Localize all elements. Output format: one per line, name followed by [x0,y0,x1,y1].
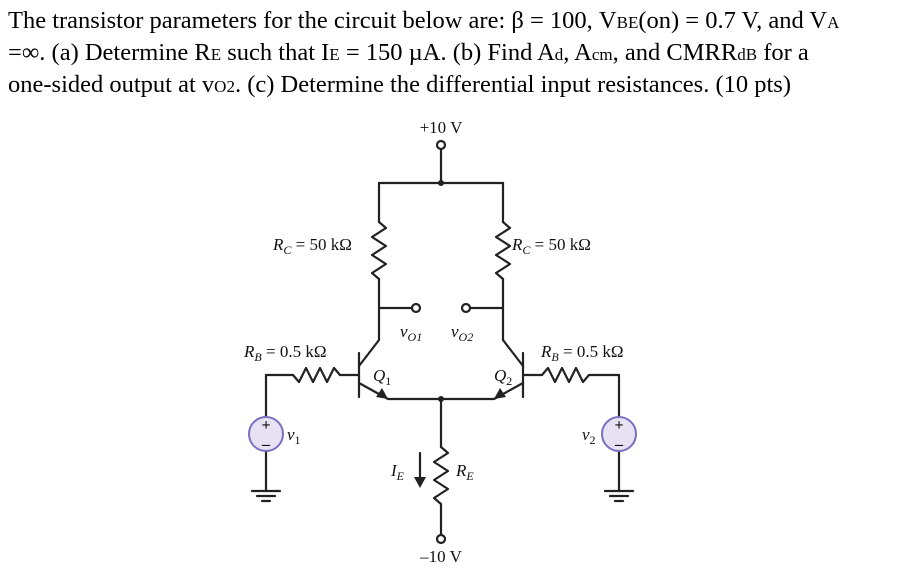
v1-label: v1 [287,425,301,447]
resistor-re [432,445,450,506]
label-name: R [455,461,467,480]
label-sub: O2 [459,330,474,344]
label-name: v [287,425,295,444]
label-name: R [243,342,255,361]
junction-top [438,180,444,186]
subscript: E [329,45,340,64]
vminus-label: –10 V [419,547,462,566]
resistor-rc-right [494,220,512,281]
text-segment: such that I [221,39,330,66]
v2-minus-sign: – [614,436,624,453]
rc-right-label: RC = 50 kΩ [511,235,591,257]
resistor-rc-left [370,220,388,281]
rc-left-label: RC = 50 kΩ [272,235,352,257]
label-sub: E [396,469,405,483]
text-segment: = 150 µA. (b) Find A [339,39,555,66]
q1-emitter-arrow [376,388,388,399]
q1-label: Q1 [373,366,391,388]
subscript: cm [591,45,613,64]
resistor-rb-right [540,366,591,384]
label-sub: C [283,243,292,257]
subscript: BE [616,13,639,32]
text-segment: . (c) Determine the differential input r… [234,71,792,98]
vo1-terminal [410,302,422,314]
label-value: = 50 kΩ [530,235,590,254]
vo1-label: vO1 [400,322,422,344]
subscript: O2 [214,77,235,96]
v2-label: v2 [582,425,596,447]
rb-left-label: RB = 0.5 kΩ [243,342,326,364]
label-sub: 2 [506,374,512,388]
ie-arrowhead [414,477,426,488]
subscript: E [210,45,222,64]
subscript: dB [737,45,758,64]
ie-label: IE [390,461,405,483]
label-value: = 50 kΩ [291,235,351,254]
label-value: = 0.5 kΩ [559,342,624,361]
v1-minus-sign: – [261,436,271,453]
problem-line-2: =∞. (a) Determine RE such that IE = 150 … [8,38,908,70]
text-segment: one-sided output at v [8,71,215,98]
voltage-source-v2 [601,416,637,452]
text-segment: for a [757,39,809,66]
q1-collector-leg [357,338,381,368]
label-name: R [511,235,523,254]
label-sub: C [522,243,531,257]
vplus-terminal [435,139,447,151]
text-segment: =∞. (a) Determine R [8,39,211,66]
label-sub: 1 [295,433,301,447]
label-name: I [390,461,398,480]
v2-plus-sign: + [614,417,623,434]
q2-collector-leg [501,338,525,368]
label-name: v [451,322,459,341]
vplus-label: +10 V [420,118,464,137]
resistor-rb-left [291,366,342,384]
label-name: v [400,322,408,341]
label-name: R [272,235,284,254]
problem-line-3: one-sided output at vO2. (c) Determine t… [8,70,908,102]
vminus-terminal [435,533,447,545]
label-name: v [582,425,590,444]
subscript: A [827,13,840,32]
text-segment: , and CMRR [612,39,738,66]
q2-emitter-arrow [494,388,506,399]
rb-right-label: RB = 0.5 kΩ [540,342,623,364]
problem-statement: The transistor parameters for the circui… [8,6,908,102]
text-segment: The transistor parameters for the circui… [8,7,617,34]
vo2-terminal [460,302,472,314]
label-sub: 1 [385,374,391,388]
voltage-source-v1 [248,416,284,452]
text-segment: (on) = 0.7 V, and V [638,7,828,34]
text-segment: , A [563,39,592,66]
label-value: = 0.5 kΩ [262,342,327,361]
re-label: RE [455,461,474,483]
q2-label: Q2 [494,366,512,388]
label-sub: 2 [590,433,596,447]
label-name: Q [373,366,385,385]
label-name: Q [494,366,506,385]
label-sub: B [254,350,262,364]
label-sub: B [551,350,559,364]
vo2-label: vO2 [451,322,473,344]
label-name: R [540,342,552,361]
v1-plus-sign: + [261,417,270,434]
label-sub: O1 [408,330,423,344]
subscript: d [554,45,564,64]
label-sub: E [465,469,474,483]
problem-line-1: The transistor parameters for the circui… [8,6,908,38]
